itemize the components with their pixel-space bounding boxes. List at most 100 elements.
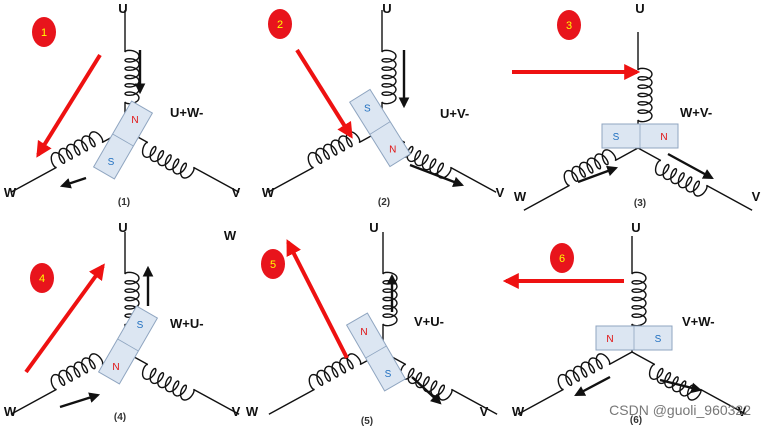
panel-3-terminal-u: U (635, 1, 644, 16)
panel-5 (268, 232, 498, 415)
panel-2-field-arrow (295, 48, 353, 139)
panel-3-step-badge (557, 10, 581, 40)
panel-3-magnet: NS (601, 123, 679, 149)
panel-2-step-badge (268, 9, 292, 39)
panel-1-terminal-w: W (4, 185, 17, 200)
panel-5-coil-u (382, 232, 398, 352)
panel-5-magnet: NS (345, 312, 407, 392)
panel-1-step-badge (32, 17, 56, 47)
watermark: CSDN @guoli_960322 (609, 402, 751, 418)
panel-2-magnet: NS (348, 88, 412, 168)
panel-6-caption: (6) (630, 415, 642, 426)
panel-6-phase-combination: V+W- (682, 314, 715, 329)
panel-3-terminal-v: V (752, 189, 761, 204)
panel-5-phase-combination: V+U- (414, 314, 444, 329)
panel-4-terminal-u: U (118, 220, 127, 235)
panel-2-terminal-v: V (496, 185, 505, 200)
stray-w-label: W (224, 228, 237, 243)
panel-2 (267, 10, 497, 193)
panel-2-current-arrow-2 (409, 163, 465, 187)
panel-1-north-pole-label: N (131, 115, 138, 126)
panel-5-current-arrow-2 (411, 376, 442, 405)
panel-1-current-arrow-2 (59, 176, 87, 189)
panel-2-phase-combination: U+V- (440, 106, 469, 121)
panel-6-terminal-w: W (512, 404, 525, 419)
panel-4-field-arrow (24, 263, 105, 374)
panel-5-coil-v (382, 351, 498, 415)
panel-1-terminal-v: V (232, 185, 241, 200)
panel-6-south-pole-label: S (655, 334, 662, 345)
panel-1-step-number: 1 (41, 27, 47, 39)
panel-5-north-pole-label: N (360, 327, 367, 338)
panel-1-magnet: NS (92, 100, 154, 180)
panel-3-phase-combination: W+V- (680, 105, 712, 120)
panel-6-step-badge (550, 243, 574, 273)
panel-4-magnet-divider (117, 338, 139, 352)
panel-3 (523, 32, 753, 211)
panel-4-step-badge (30, 263, 54, 293)
panel-4-terminal-w: W (4, 404, 17, 419)
panel-5-field-arrow (286, 239, 349, 359)
coil-layer (10, 10, 753, 415)
panel-3-step-number: 3 (566, 20, 572, 32)
panel-6-north-pole-label: N (606, 334, 613, 345)
panel-5-south-pole-label: S (385, 369, 392, 380)
panel-2-magnet-divider (369, 121, 391, 135)
panel-4-coil-v (124, 351, 240, 415)
panel-4-north-pole-label: N (112, 362, 119, 373)
panel-5-terminal-v: V (480, 404, 489, 419)
panel-5-step-number: 5 (270, 259, 276, 271)
panel-2-step-number: 2 (277, 19, 283, 31)
panel-3-south-pole-label: S (613, 132, 620, 143)
panel-6-step-number: 6 (559, 253, 565, 265)
panel-5-terminal-u: U (369, 220, 378, 235)
panel-1-caption: (1) (118, 197, 130, 208)
panel-1-coil-v (124, 129, 240, 193)
panel-1-terminal-u: U (118, 1, 127, 16)
panel-3-coil-w (523, 147, 639, 211)
panel-2-south-pole-label: S (364, 104, 371, 115)
panel-6-current-arrow-2 (659, 378, 703, 394)
panel-1-coil-u (124, 10, 140, 130)
panel-2-coil-w (267, 129, 383, 193)
panel-3-caption: (3) (634, 198, 646, 209)
panel-5-terminal-w: W (246, 404, 259, 419)
panel-1-south-pole-label: S (108, 157, 115, 168)
panel-4-caption: (4) (114, 412, 126, 423)
panel-6-coil-w (517, 351, 633, 415)
panel-2-terminal-u: U (382, 1, 391, 16)
panel-4-terminal-v: V (232, 404, 241, 419)
panel-1-coil-w (10, 129, 126, 193)
panel-3-terminal-w: W (514, 189, 527, 204)
panel-1 (10, 10, 240, 193)
panel-3-current-arrow-2 (667, 152, 714, 180)
panel-6-current-arrow-1 (574, 375, 611, 397)
panel-2-north-pole-label: N (389, 144, 396, 155)
panel-4-south-pole-label: S (137, 320, 144, 331)
panel-3-current-arrow-1 (577, 165, 619, 184)
panel-4-coil-w (10, 351, 126, 415)
panel-4 (10, 232, 240, 415)
panel-6-coil-u (631, 236, 647, 352)
panel-5-caption: (5) (361, 416, 373, 427)
panel-5-magnet-divider (365, 345, 387, 359)
panel-2-coil-u (381, 10, 397, 130)
panel-2-caption: (2) (378, 197, 390, 208)
panel-2-coil-v (381, 129, 497, 193)
panel-4-step-number: 4 (39, 273, 45, 285)
panel-1-field-arrow (36, 53, 102, 158)
panel-4-coil-u (124, 232, 140, 352)
panel-5-coil-w (268, 351, 384, 415)
panel-1-magnet-divider (112, 133, 134, 147)
panel-3-north-pole-label: N (660, 132, 667, 143)
panel-1-phase-combination: U+W- (170, 105, 203, 120)
panel-4-magnet: NS (97, 305, 159, 385)
arrow-layer (24, 48, 714, 409)
panel-5-step-badge (261, 249, 285, 279)
panel-6-terminal-u: U (631, 220, 640, 235)
panel-4-phase-combination: W+U- (170, 316, 204, 331)
panel-3-coil-v (637, 147, 753, 211)
